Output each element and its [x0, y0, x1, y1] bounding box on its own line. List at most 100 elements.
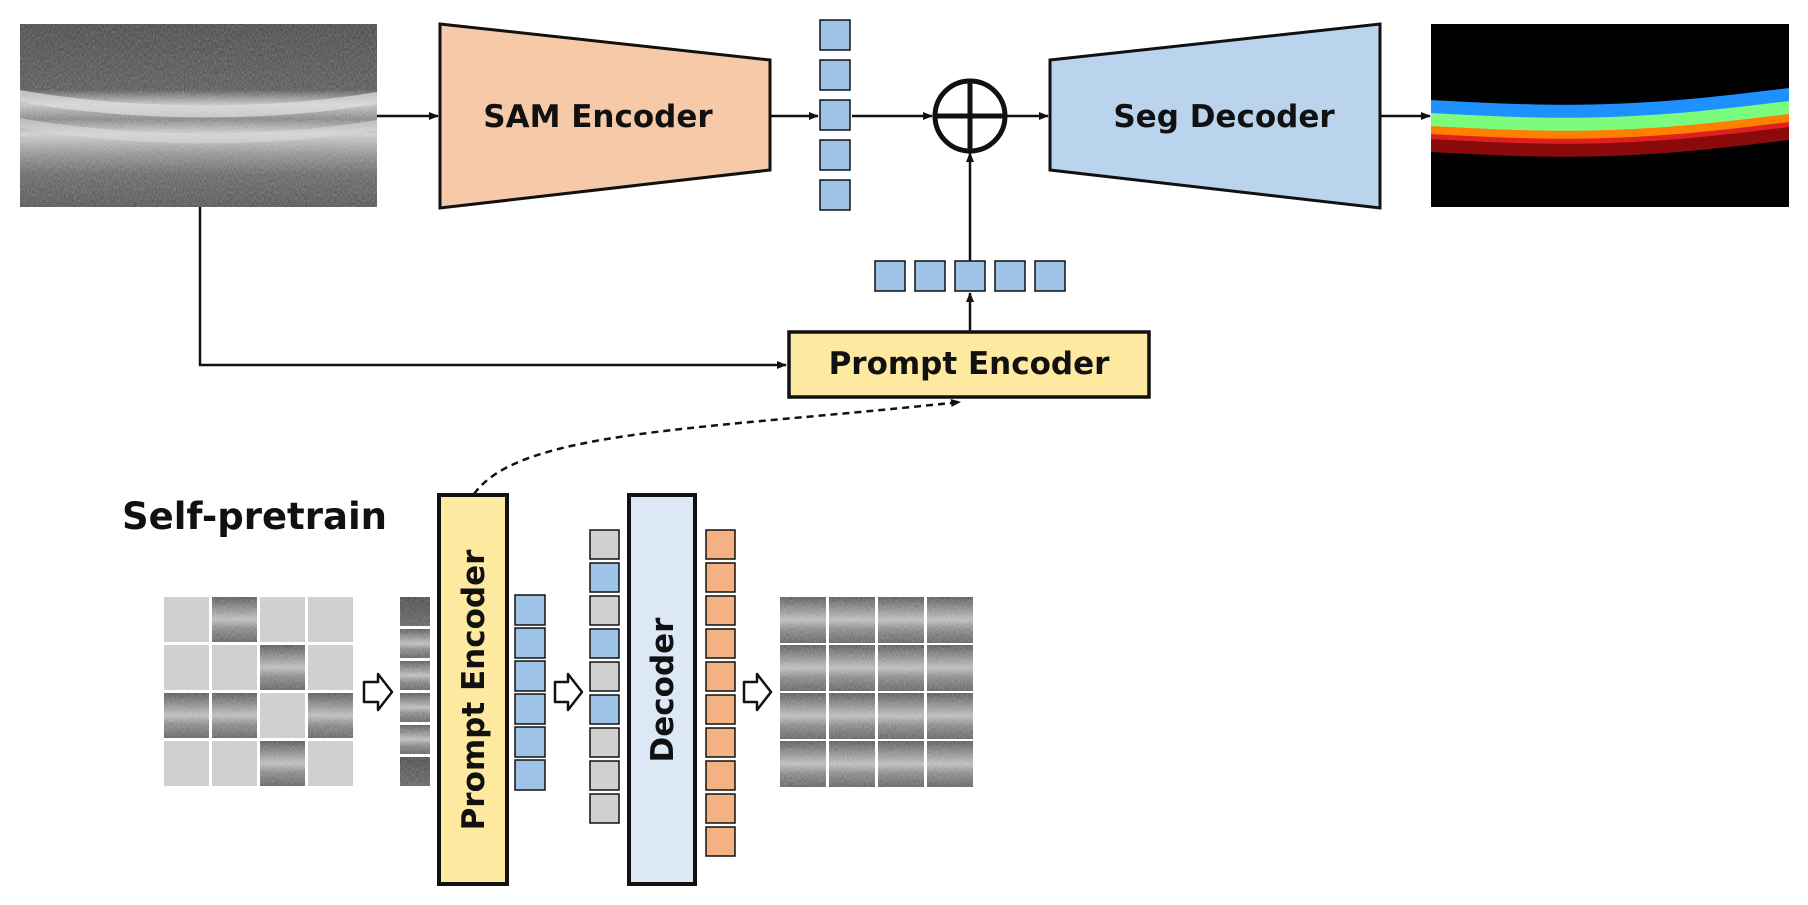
decoded-token: [705, 694, 736, 725]
retinal-layer: [1431, 122, 1789, 145]
decoder-output-tokens: [705, 529, 736, 857]
decoded-token: [705, 562, 736, 593]
arrow-image-to-prompt-encoder: [198, 207, 787, 369]
patch-texture: [878, 645, 924, 691]
self-pretrain-title: Self-pretrain: [122, 495, 387, 538]
mask-token: [589, 661, 620, 692]
patch-texture: [829, 597, 875, 643]
prompt-token: [1034, 260, 1066, 292]
pretrain-prompt-encoder-block: Prompt Encoder: [437, 493, 509, 886]
encoded-token: [514, 660, 546, 692]
masked-patch: [260, 693, 305, 738]
patch-texture: [927, 693, 973, 739]
prompt-encoder-block: Prompt Encoder: [787, 330, 1151, 399]
embedding-token: [819, 179, 851, 211]
patch-texture: [829, 693, 875, 739]
patch-texture: [260, 741, 305, 786]
patch-texture: [878, 597, 924, 643]
decoded-token: [705, 793, 736, 824]
encoded-token: [514, 594, 546, 626]
seg-decoder-block: Seg Decoder: [1048, 22, 1382, 210]
patch-texture: [308, 693, 353, 738]
patch-texture: [400, 725, 430, 754]
prompt-embedding-tokens: [874, 260, 1066, 292]
pretrain-prompt-encoder-label: Prompt Encoder: [456, 549, 492, 831]
patch-texture: [829, 645, 875, 691]
retinal-layer: [1431, 127, 1789, 157]
patch-texture: [400, 757, 430, 786]
patch-texture: [212, 597, 257, 642]
decoder-input-tokens: [589, 529, 620, 824]
masked-patch: [260, 597, 305, 642]
encoded-token: [514, 759, 546, 791]
embedding-token: [819, 139, 851, 171]
decoded-token: [705, 760, 736, 791]
patch-texture: [780, 645, 826, 691]
patch-texture: [400, 597, 430, 626]
patch-texture: [927, 597, 973, 643]
masked-patch: [212, 645, 257, 690]
prompt-token: [954, 260, 986, 292]
decoded-token: [705, 628, 736, 659]
reconstructed-patch-grid: [780, 597, 973, 787]
decoded-token: [705, 661, 736, 692]
masked-patch: [164, 597, 209, 642]
mask-token: [589, 793, 620, 824]
patch-texture: [829, 741, 875, 787]
mask-token: [589, 727, 620, 758]
decoded-token: [705, 529, 736, 560]
hollow-right-arrow-icon: [553, 672, 584, 712]
embedding-token: [819, 99, 851, 131]
patch-texture: [780, 693, 826, 739]
decoded-token: [705, 595, 736, 626]
patch-texture: [212, 693, 257, 738]
decoded-token: [705, 727, 736, 758]
encoded-token: [589, 694, 620, 725]
masked-patch: [308, 597, 353, 642]
embedding-token: [819, 59, 851, 91]
prompt-token: [914, 260, 946, 292]
patch-texture: [780, 741, 826, 787]
retinal-layer: [1431, 88, 1789, 119]
pretrain-decoder-label: Decoder: [645, 617, 681, 763]
sam-encoder-label: SAM Encoder: [483, 99, 713, 135]
pretrain-decoder-block: Decoder: [627, 493, 697, 886]
encoded-token: [514, 693, 546, 725]
patch-texture: [780, 597, 826, 643]
masked-patch: [212, 741, 257, 786]
patch-texture: [400, 693, 430, 722]
sam-embedding-tokens: [819, 19, 851, 211]
prompt-token: [994, 260, 1026, 292]
patch-texture: [927, 645, 973, 691]
embedding-token: [819, 19, 851, 51]
hollow-right-arrow-icon: [742, 672, 773, 712]
patch-texture: [400, 661, 430, 690]
visible-patch-strip: [400, 597, 430, 786]
masked-patch: [164, 741, 209, 786]
patch-texture: [878, 693, 924, 739]
patch-texture: [164, 693, 209, 738]
sam-encoder-block: SAM Encoder: [438, 22, 772, 210]
masked-patch: [164, 645, 209, 690]
masked-patch-grid: [164, 597, 353, 786]
mask-token: [589, 595, 620, 626]
retinal-layer: [1431, 101, 1789, 132]
encoded-token: [514, 726, 546, 758]
encoded-token: [589, 562, 620, 593]
patch-texture: [878, 741, 924, 787]
hollow-right-arrow-icon: [362, 672, 394, 712]
dashed-weight-transfer-arrow: [472, 398, 961, 495]
masked-patch: [308, 741, 353, 786]
segmentation-output-image: [1431, 24, 1789, 207]
prompt-encoder-label: Prompt Encoder: [829, 346, 1111, 382]
patch-texture: [400, 629, 430, 658]
encoded-token: [589, 628, 620, 659]
patch-texture: [927, 741, 973, 787]
patch-texture: [260, 645, 305, 690]
masked-patch: [308, 645, 353, 690]
retinal-layer: [1431, 114, 1789, 140]
prompt-token: [874, 260, 906, 292]
mask-token: [589, 760, 620, 791]
encoder-output-tokens: [514, 594, 546, 791]
